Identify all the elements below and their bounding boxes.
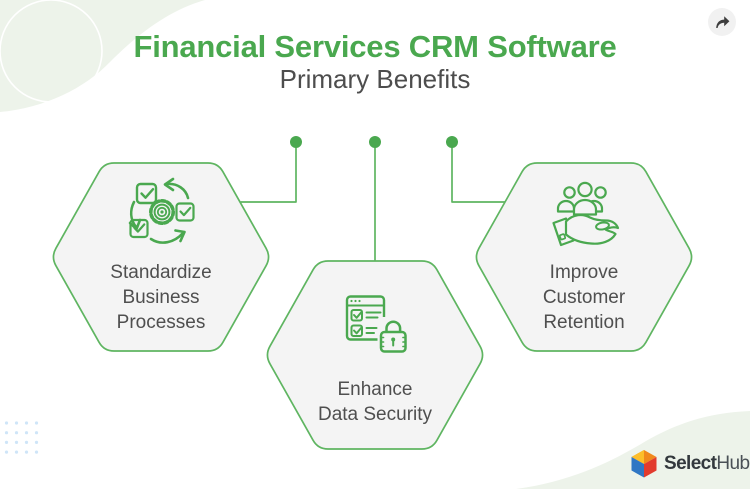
connector-right <box>451 147 506 203</box>
connector-lines <box>240 147 506 261</box>
logo-text-select: Select <box>664 453 717 474</box>
connector-dot-right <box>446 136 458 148</box>
hexagon-standardize <box>52 162 270 352</box>
connector-dots <box>290 136 458 148</box>
hexagon-security <box>266 260 484 450</box>
page-subtitle: Primary Benefits <box>279 64 471 94</box>
selecthub-logo-text: SelectHub <box>664 453 750 475</box>
connector-dot-middle <box>369 136 381 148</box>
dot-grid <box>4 421 39 454</box>
selecthub-cube-icon <box>631 450 657 478</box>
hexagon-retention <box>475 162 693 352</box>
gear-icon <box>149 199 176 226</box>
connector-left <box>240 147 297 203</box>
hand-icon <box>552 213 620 247</box>
logo-text-hub: Hub <box>716 453 750 474</box>
selecthub-logo: SelectHub <box>631 450 750 478</box>
share-button[interactable] <box>708 8 736 36</box>
process-cycle-icon <box>128 177 195 244</box>
benefit-label-retention: Improve Customer Retention <box>542 262 626 333</box>
benefit-label-standardize: Standardize Business Processes <box>110 262 212 333</box>
bottom-right-wave <box>516 411 750 489</box>
page-title: Financial Services CRM Software <box>133 29 617 64</box>
decor-circle-outline <box>0 0 103 103</box>
benefit-label-security: Enhance Data Security <box>317 379 433 425</box>
connector-dot-left <box>290 136 302 148</box>
customer-care-icon <box>552 181 620 247</box>
padlock-icon <box>377 317 409 353</box>
share-arrow-icon <box>715 15 729 28</box>
secure-checklist-icon <box>345 295 409 353</box>
top-left-wave <box>0 0 205 112</box>
